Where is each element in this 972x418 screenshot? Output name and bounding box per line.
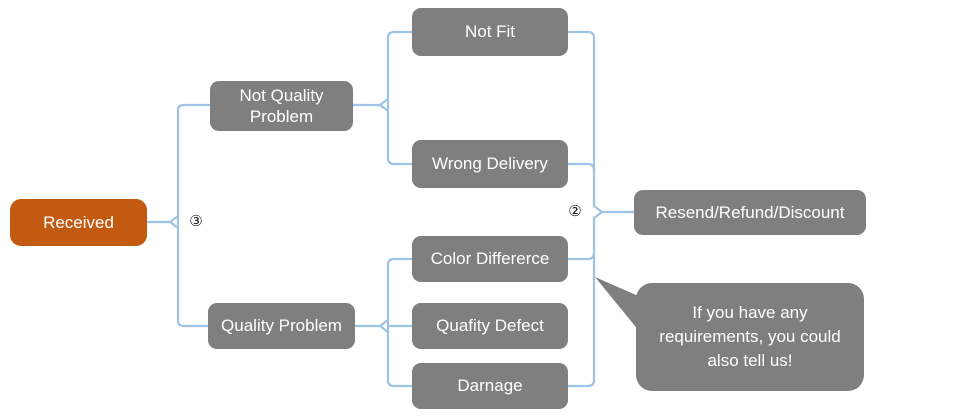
edge-right-trunk-elbow-up (592, 204, 604, 214)
node-received[interactable]: Received (10, 199, 147, 246)
edge-right-trunk-elbow-down (592, 210, 604, 220)
edge-trunk-to-damage (386, 378, 414, 388)
node-resolution-label: Resend/Refund/Discount (655, 202, 845, 222)
edge-not-fit-to-right-trunk (566, 30, 596, 208)
node-damage-label: Darnage (457, 376, 523, 396)
marker-branch-three-label: ③ (189, 212, 203, 230)
edge-color-difference-to-right-trunk (566, 251, 596, 261)
edge-trunk-to-not-fit (386, 30, 414, 40)
marker-branch-two: ② (565, 201, 585, 221)
edge-trunk-elbow-down (168, 220, 180, 230)
node-wrong-delivery[interactable]: Wrong Delivery (412, 140, 568, 188)
edge-wrong-delivery-to-right-trunk (566, 162, 596, 172)
edge-trunk-to-color-difference (386, 257, 414, 267)
node-quality-problem-label: Quality Problem (221, 316, 342, 336)
node-quality-defect-label: Quafity Defect (436, 316, 544, 336)
node-color-difference[interactable]: Color Differerce (412, 236, 568, 282)
edge-trunk-to-quality (176, 319, 212, 328)
callout-bubble[interactable]: If you have any requirements, you could … (636, 283, 864, 391)
node-wrong-delivery-label: Wrong Delivery (432, 154, 548, 174)
edge-trunk-to-wrong-delivery (386, 156, 414, 166)
node-received-label: Received (43, 212, 114, 232)
node-resolution[interactable]: Resend/Refund/Discount (634, 190, 866, 235)
edge-lower-trunk-elbow-up (378, 318, 390, 328)
node-not-quality-problem-label: Not Quality Problem (239, 85, 324, 126)
node-damage[interactable]: Darnage (412, 363, 568, 409)
callout-bubble-label: If you have any requirements, you could … (659, 302, 841, 371)
marker-branch-three: ③ (186, 211, 206, 231)
edge-upper-trunk-elbow-down (378, 103, 390, 113)
node-color-difference-label: Color Differerce (430, 249, 550, 269)
edge-upper-trunk-elbow-up (378, 97, 390, 107)
node-not-fit-label: Not Fit (464, 22, 516, 42)
edge-trunk-elbow-up (168, 214, 180, 224)
edge-trunk-to-not-quality (176, 103, 212, 112)
node-quality-defect[interactable]: Quafity Defect (412, 303, 568, 349)
node-quality-problem[interactable]: Quality Problem (208, 303, 355, 349)
marker-branch-two-label: ② (568, 202, 582, 220)
node-not-quality-problem[interactable]: Not Quality Problem (210, 81, 353, 131)
node-not-fit[interactable]: Not Fit (412, 8, 568, 56)
edge-damage-to-right-trunk (566, 216, 596, 388)
edge-lower-trunk-elbow-down (378, 324, 390, 334)
